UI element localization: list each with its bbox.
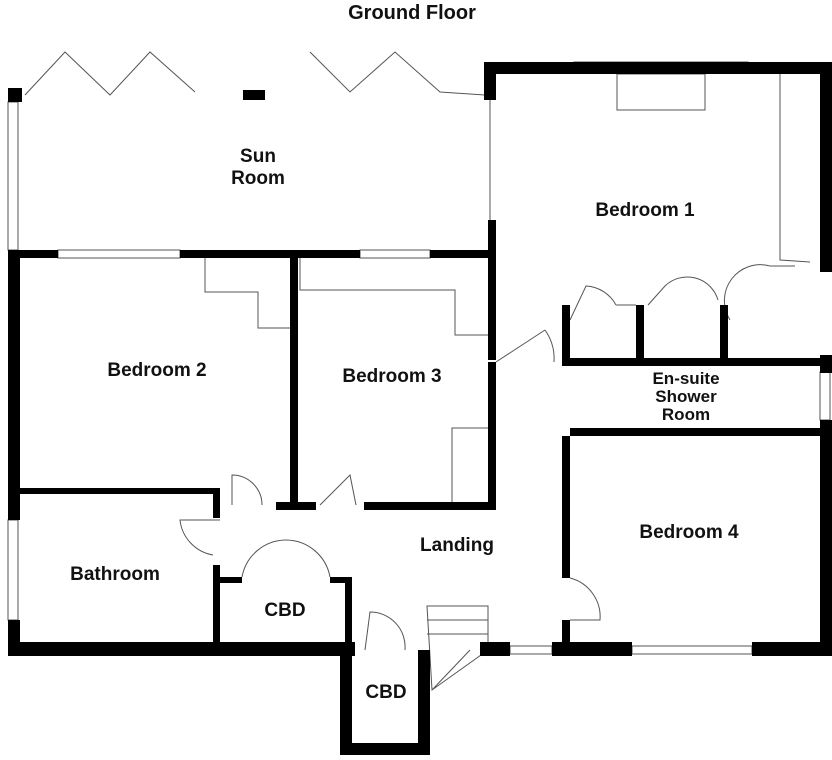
room-label-sun-room-2: Room: [231, 168, 285, 189]
room-label-bedroom-3: Bedroom 3: [342, 366, 441, 387]
floor-title: Ground Floor: [348, 2, 476, 24]
fixture-18: [364, 611, 406, 651]
room-label-ensuite-3: Room: [662, 405, 710, 424]
light-fitting: [243, 90, 265, 100]
fixture-14: [231, 474, 263, 506]
window-7: [819, 371, 831, 421]
wall-28: [570, 428, 820, 436]
wall-11: [752, 642, 832, 656]
wall-31: [636, 305, 644, 360]
fixture-12: [723, 264, 795, 321]
fixture-10: [569, 285, 636, 321]
wall-10: [552, 642, 632, 656]
wall-25: [345, 577, 352, 647]
fixture-4: [779, 74, 811, 263]
wall-15: [488, 220, 496, 360]
wall-4: [820, 355, 832, 373]
wall-30: [562, 620, 570, 650]
fixture-11: [647, 276, 719, 306]
room-label-bedroom-1: Bedroom 1: [595, 200, 695, 221]
fixture-9: [495, 329, 555, 363]
room-label-bedroom-4: Bedroom 4: [639, 522, 739, 543]
wall-29: [562, 436, 570, 578]
wall-18: [290, 258, 298, 510]
fixture-1: [309, 51, 486, 96]
walls-layer: [8, 62, 832, 755]
wall-8: [8, 642, 355, 656]
fixture-15: [319, 473, 357, 506]
fixture-8: [426, 605, 489, 691]
window-5: [631, 645, 753, 655]
wall-16: [488, 362, 496, 510]
wall-17: [364, 502, 496, 510]
wall-34: [340, 743, 430, 755]
wall-33: [340, 642, 352, 755]
wall-3: [820, 62, 832, 272]
room-label-ensuite-1: En-suite: [652, 369, 719, 388]
wall-12: [8, 250, 58, 258]
wall-27: [562, 358, 820, 366]
fixture-5: [204, 258, 290, 329]
room-label-cbd-2: CBD: [365, 682, 406, 703]
fixture-13: [179, 519, 220, 556]
wall-14: [430, 250, 496, 258]
room-label-landing: Landing: [420, 535, 494, 556]
fixture-0: [24, 51, 196, 96]
wall-23: [220, 577, 242, 583]
room-label-bedroom-2: Bedroom 2: [107, 360, 206, 381]
room-label-ensuite-2: Shower: [655, 387, 717, 406]
window-3: [359, 249, 431, 259]
room-label-cbd-1: CBD: [264, 600, 305, 621]
fixture-3: [616, 73, 706, 111]
fixture-7: [451, 427, 488, 502]
window-1: [7, 519, 19, 621]
wall-22: [213, 565, 220, 650]
wall-35: [418, 650, 430, 755]
wall-9: [480, 642, 510, 656]
wall-20: [20, 488, 220, 494]
fixtures-layer: [7, 51, 831, 691]
wall-2: [484, 62, 496, 100]
wall-0: [8, 88, 22, 102]
wall-24: [330, 577, 352, 583]
wall-5: [820, 420, 832, 650]
wall-13: [180, 250, 360, 258]
wall-6: [8, 250, 20, 520]
room-label-sun-room-1: Sun: [240, 146, 276, 167]
wall-32: [720, 305, 728, 360]
fixture-17: [569, 577, 601, 621]
fixture-16: [241, 539, 331, 578]
wall-19: [276, 502, 316, 510]
room-label-bathroom: Bathroom: [70, 564, 160, 585]
wall-26: [562, 305, 570, 363]
window-0: [7, 101, 19, 251]
fixture-6: [299, 258, 488, 336]
wall-1: [484, 62, 832, 74]
wall-21: [213, 488, 220, 518]
window-2: [57, 249, 181, 259]
window-6: [509, 645, 553, 655]
